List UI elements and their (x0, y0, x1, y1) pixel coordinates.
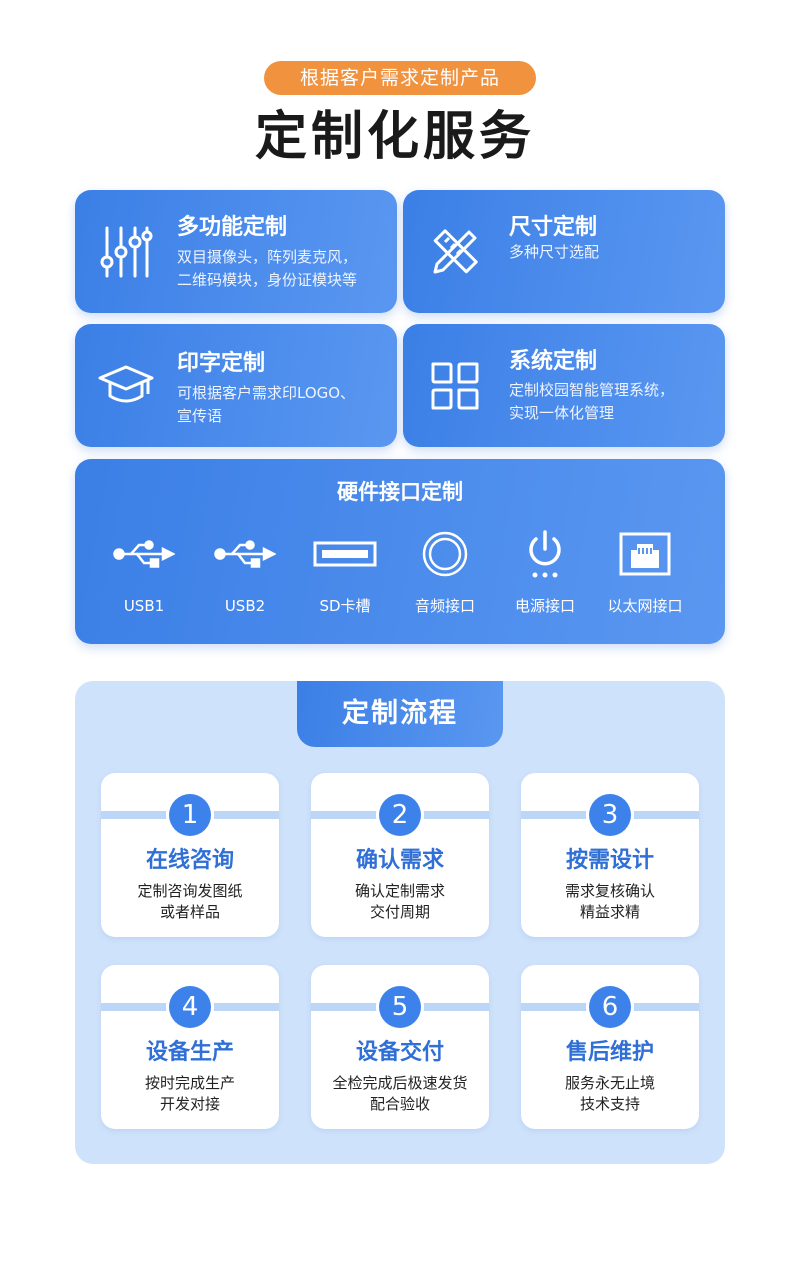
step-number: 2 (379, 794, 421, 836)
step-desc-line2: 技术支持 (579, 1095, 640, 1113)
hardware-title: 硬件接口定制 (337, 480, 463, 504)
process-panel: 定制流程 1 在线咨询 定制咨询发图纸或者样品 2 确认需求 确认定制需求交付周… (75, 681, 725, 1164)
process-step-4: 4 设备生产 按时完成生产开发对接 (101, 965, 279, 1129)
step-number: 3 (589, 794, 631, 836)
step-desc-line2: 精益求精 (579, 903, 640, 921)
subtitle-badge: 根据客户需求定制产品 (264, 61, 536, 95)
process-step-6: 6 售后维护 服务永无止境技术支持 (521, 965, 699, 1129)
feature-desc-line1: 双目摄像头，阵列麦克风， (177, 248, 358, 266)
feature-desc-line2: 二维码模块，身份证模块等 (177, 271, 358, 289)
page-title: 定制化服务 (254, 107, 535, 167)
step-desc-line2: 配合验收 (369, 1095, 430, 1113)
port-usb2: USB2 (195, 529, 295, 616)
audio-jack-icon (422, 531, 468, 577)
port-usb1: USB1 (94, 529, 194, 616)
sliders-icon (100, 226, 153, 278)
sd-slot-icon (313, 541, 377, 567)
feature-title: 尺寸定制 (509, 215, 598, 240)
step-desc-line1: 确认定制需求 (354, 882, 445, 900)
feature-desc-line1: 定制校园智能管理系统， (509, 381, 675, 399)
step-title: 售后维护 (565, 1040, 654, 1065)
hardware-interface-card: 硬件接口定制 USB1 USB2 SD卡槽 (75, 459, 725, 644)
graduation-cap-icon (98, 365, 154, 403)
step-title: 按需设计 (565, 848, 654, 873)
grid-icon (431, 362, 479, 410)
step-desc-line2: 开发对接 (159, 1095, 220, 1113)
port-audio: 音频接口 (395, 529, 495, 616)
port-label: 以太网接口 (607, 597, 683, 615)
process-step-1: 1 在线咨询 定制咨询发图纸或者样品 (101, 773, 279, 937)
port-sd-slot: SD卡槽 (295, 529, 395, 616)
step-number: 4 (169, 986, 211, 1028)
process-title: 定制流程 (297, 681, 503, 747)
feature-desc-line2: 宣传语 (177, 407, 223, 425)
port-label: USB1 (123, 597, 165, 615)
step-number: 5 (379, 986, 421, 1028)
port-power: 电源接口 (495, 529, 595, 616)
step-desc-line1: 需求复核确认 (564, 882, 655, 900)
port-label: 电源接口 (514, 597, 575, 615)
step-title: 在线咨询 (145, 848, 234, 873)
feature-desc-line1: 可根据客户需求印LOGO、 (177, 384, 356, 402)
feature-desc-line2: 实现一体化管理 (509, 404, 615, 422)
step-desc-line1: 按时完成生产 (144, 1074, 235, 1092)
feature-title: 印字定制 (177, 351, 266, 376)
step-desc-line2: 交付周期 (369, 903, 430, 921)
step-title: 确认需求 (355, 848, 444, 873)
process-step-5: 5 设备交付 全检完成后极速发货配合验收 (311, 965, 489, 1129)
port-label: USB2 (224, 597, 266, 615)
step-desc-line1: 定制咨询发图纸 (137, 882, 243, 900)
ethernet-icon (619, 532, 671, 576)
feature-desc-line1: 多种尺寸选配 (509, 243, 600, 261)
step-desc-line1: 全检完成后极速发货 (332, 1074, 468, 1092)
power-icon (529, 530, 561, 578)
port-ethernet: 以太网接口 (595, 529, 695, 616)
process-step-2: 2 确认需求 确认定制需求交付周期 (311, 773, 489, 937)
step-title: 设备交付 (355, 1040, 444, 1065)
step-title: 设备生产 (145, 1040, 234, 1065)
step-desc-line2: 或者样品 (159, 903, 220, 921)
port-label: 音频接口 (414, 597, 475, 615)
feature-title: 系统定制 (509, 349, 598, 374)
step-number: 1 (169, 794, 211, 836)
feature-card-multifunction: 多功能定制 双目摄像头，阵列麦克风， 二维码模块，身份证模块等 (75, 190, 397, 313)
port-label: SD卡槽 (319, 597, 371, 615)
step-desc-line1: 服务永无止境 (564, 1074, 655, 1092)
pencil-ruler-icon (433, 229, 478, 274)
usb-icon (214, 540, 276, 568)
feature-card-printing: 印字定制 可根据客户需求印LOGO、 宣传语 (75, 324, 397, 447)
feature-card-system: 系统定制 定制校园智能管理系统， 实现一体化管理 (403, 324, 725, 447)
process-step-3: 3 按需设计 需求复核确认精益求精 (521, 773, 699, 937)
feature-title: 多功能定制 (177, 215, 288, 240)
usb-icon (113, 540, 175, 568)
step-number: 6 (589, 986, 631, 1028)
feature-card-size: 尺寸定制 多种尺寸选配 (403, 190, 725, 313)
